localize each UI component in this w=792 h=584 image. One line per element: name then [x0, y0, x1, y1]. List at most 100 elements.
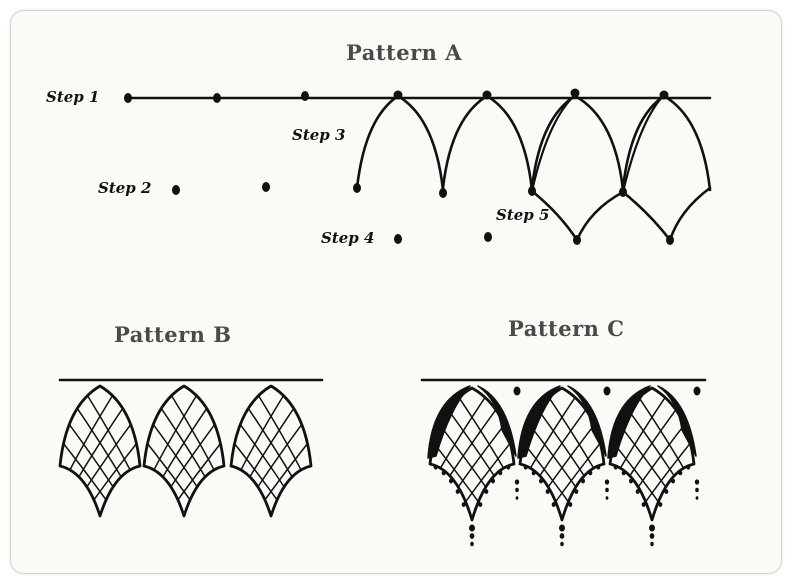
pattern-c-scale-grid-line: [457, 424, 506, 488]
pattern-b-scale-grid-line: [170, 423, 216, 488]
step-5-inner-arc: [621, 93, 666, 194]
pattern-b-scale-grid-line: [170, 394, 215, 471]
pattern-b-scale-grid-line: [93, 442, 138, 501]
pattern-c-bead: [588, 470, 593, 476]
pattern-c-top-dot: [693, 386, 701, 396]
pattern-c-side-dot: [694, 479, 700, 485]
pattern-b-scale-grid-line: [153, 394, 198, 471]
pattern-a-diagram: [124, 88, 712, 245]
pattern-c-scale-grid-line: [638, 396, 685, 469]
pattern-b-scale-grid-line: [86, 394, 131, 471]
pattern-c-side-dot: [695, 487, 699, 493]
step-3-arch-left: [621, 94, 666, 190]
pattern-c-bead: [551, 502, 556, 507]
step-3-arch-right: [396, 94, 445, 192]
pattern-b-scale-grid-line: [239, 423, 285, 488]
pattern-c-bead: [658, 502, 663, 507]
pattern-c-title: Pattern C: [508, 316, 625, 341]
pattern-c-drip-dot: [560, 541, 564, 547]
pattern-c-scale-grid-line: [629, 409, 677, 477]
pattern-c-bead: [574, 489, 579, 494]
pattern-b-scale-grid-line: [233, 442, 278, 501]
pattern-c-side-dot: [605, 496, 609, 500]
pattern-b-scale-grid-line: [162, 407, 208, 478]
pattern-c-crescent: [657, 385, 697, 457]
step-1-label: Step 1: [46, 88, 100, 106]
top-dot: [570, 88, 580, 98]
pattern-c-bead: [498, 470, 503, 476]
pattern-b-scale-grid-line: [62, 442, 107, 501]
step-3-label: Step 3: [292, 126, 346, 144]
step-2-dot: [262, 182, 270, 192]
pattern-c-side-dot: [515, 496, 519, 500]
pattern-c-scale-grid-line: [637, 424, 686, 488]
pattern-b-scale-grid-line: [264, 442, 309, 501]
step-2-dot: [172, 185, 180, 195]
pattern-b-scale-outline: [142, 384, 226, 518]
step-3-arch-right: [573, 94, 625, 192]
step-1-dot: [301, 91, 309, 101]
pattern-b-scale-grid-line: [177, 442, 222, 501]
pattern-c-crescent: [607, 385, 651, 459]
pattern-c-crescent: [477, 385, 517, 457]
pattern-b-scale-grid-line: [69, 394, 114, 471]
pattern-c-scale-grid-line: [619, 396, 666, 469]
step-4-dot: [484, 232, 492, 242]
pattern-c-top-dot: [513, 386, 521, 396]
pattern-b-diagram: [58, 378, 324, 518]
pattern-c-drip-dot: [469, 524, 475, 532]
pattern-c-diagram: [420, 378, 707, 547]
pattern-c-bead: [455, 489, 460, 494]
pattern-b-scale-grid-line: [76, 407, 122, 478]
pattern-c-bead: [491, 478, 495, 484]
step-5-label: Step 5: [496, 206, 550, 224]
pattern-b-scale-grid-line: [86, 423, 132, 488]
pattern-b-scale-grid-line: [78, 407, 124, 478]
pattern-c-drip-dot: [469, 533, 475, 539]
step-3-arch-right: [485, 94, 534, 192]
pattern-c-bead: [461, 502, 466, 507]
pattern-c-scale-grid-line: [529, 396, 576, 469]
pattern-c-drip-dot: [650, 541, 654, 547]
pattern-c-scale-grid-line: [554, 442, 602, 503]
pattern-c-side-dot: [514, 479, 520, 485]
pattern-c-side-dot: [605, 487, 609, 493]
pattern-b-title: Pattern B: [114, 322, 232, 347]
pattern-c-scale-grid-line: [432, 442, 480, 503]
pattern-b-scale-grid-line: [257, 423, 303, 488]
pattern-b-scale-grid-line: [160, 407, 206, 478]
pattern-c-bead: [635, 489, 640, 494]
pattern-c-drip-dot: [559, 524, 565, 532]
pattern-c-scale-grid-line: [644, 442, 692, 503]
pattern-c-bead: [664, 489, 669, 494]
pattern-c-crescent: [427, 385, 471, 459]
pattern-b-scale-grid-line: [240, 394, 285, 471]
pattern-c-crescent: [517, 385, 561, 459]
pattern-c-drip-dot: [559, 533, 565, 539]
pattern-b-scale-grid-line: [146, 442, 191, 501]
pattern-b-scale-grid-line: [68, 423, 114, 488]
arc-end-dot: [439, 188, 447, 198]
pattern-b-scale-grid-line: [257, 394, 302, 471]
pattern-c-bead: [613, 464, 618, 470]
pattern-c-scale-grid-line: [547, 424, 596, 488]
pattern-c-bead: [629, 478, 633, 484]
pattern-c-top-dot: [603, 386, 611, 396]
pattern-c-scale-grid-line: [522, 442, 570, 503]
pattern-c-side-dot: [695, 496, 699, 500]
pattern-c-drip-dot: [470, 541, 474, 547]
pattern-c-crescent: [567, 385, 607, 457]
pattern-c-bead: [641, 502, 646, 507]
pattern-c-bead: [506, 464, 511, 470]
pattern-b-scale-outline: [229, 384, 313, 518]
pattern-c-bead: [449, 478, 453, 484]
pattern-c-bead: [671, 478, 675, 484]
pattern-c-bead: [686, 464, 691, 470]
pattern-c-side-dot: [604, 479, 610, 485]
pattern-a-title: Pattern A: [346, 40, 463, 65]
pattern-b-scale-grid-line: [247, 407, 293, 478]
step-2-label: Step 2: [98, 179, 152, 197]
pattern-c-scale-grid-line: [539, 409, 587, 477]
pattern-c-bead: [539, 478, 543, 484]
